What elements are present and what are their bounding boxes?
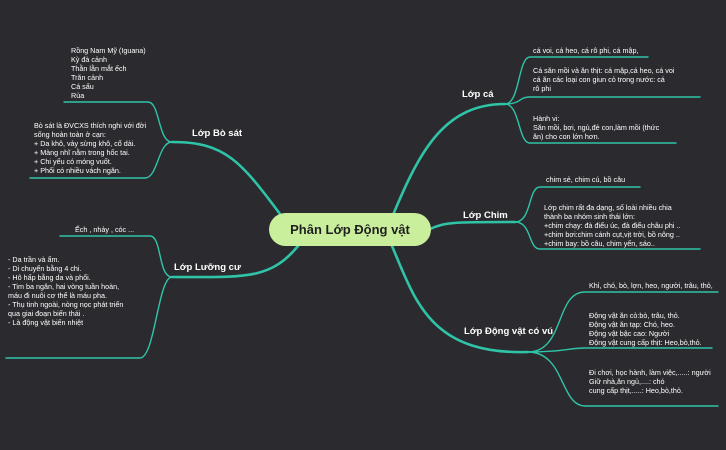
central-topic[interactable]: Phân Lớp Động vật [269,213,431,246]
note-covu-diet: Động vật ăn cỏ:bò, trâu, thỏ. Động vật ă… [589,311,702,347]
note-ca-diet: Cá săn mồi và ăn thịt: cá mập,cá heo, cá… [533,66,675,93]
note-luongcu-traits: - Da trần và ẩm. - Di chuyển bằng 4 chi.… [8,255,124,327]
note-luongcu-species: Ếch , nhảy , cóc ... [75,225,135,234]
note-chim-groups: Lớp chim rất đa dạng, số loài nhiều chia… [544,203,681,248]
link-center-chim [428,220,517,231]
note-ca-behavior: Hành vi: Săn mồi, bơi, ngủ,đẻ con,làm mồ… [533,114,660,141]
link-center-luongcu [170,244,300,279]
link-center-bosat [170,140,285,220]
note-chim-species: chim sẻ, chim cú, bồ câu [546,175,626,184]
branch-lop-luong-cu[interactable]: Lớp Lưỡng cư [174,262,241,273]
branch-lop-bo-sat[interactable]: Lớp Bò sát [192,128,243,139]
note-covu-species: Khỉ, chó, bò, lợn, heo, người, trâu, thỏ… [589,281,713,290]
note-covu-roles: Đi chơi, học hành, làm việc,.....: người… [589,368,711,395]
branch-lop-chim[interactable]: Lớp Chim [463,210,508,221]
note-bosat-species: Rồng Nam Mỹ (Iguana) Kỳ đà cảnh Thằn lằn… [71,46,146,100]
note-bosat-traits: Bò sát là ĐVCXS thích nghi với đời sống … [34,121,147,175]
note-ca-species: cá voi, cá heo, cá rô phi, cá mập, [533,46,639,55]
branch-lop-dong-vat-co-vu[interactable]: Lớp Động vật có vú [464,326,554,337]
link-center-ca [391,102,507,217]
branch-lop-ca[interactable]: Lớp cá [462,89,494,100]
link-center-covu [390,244,530,354]
